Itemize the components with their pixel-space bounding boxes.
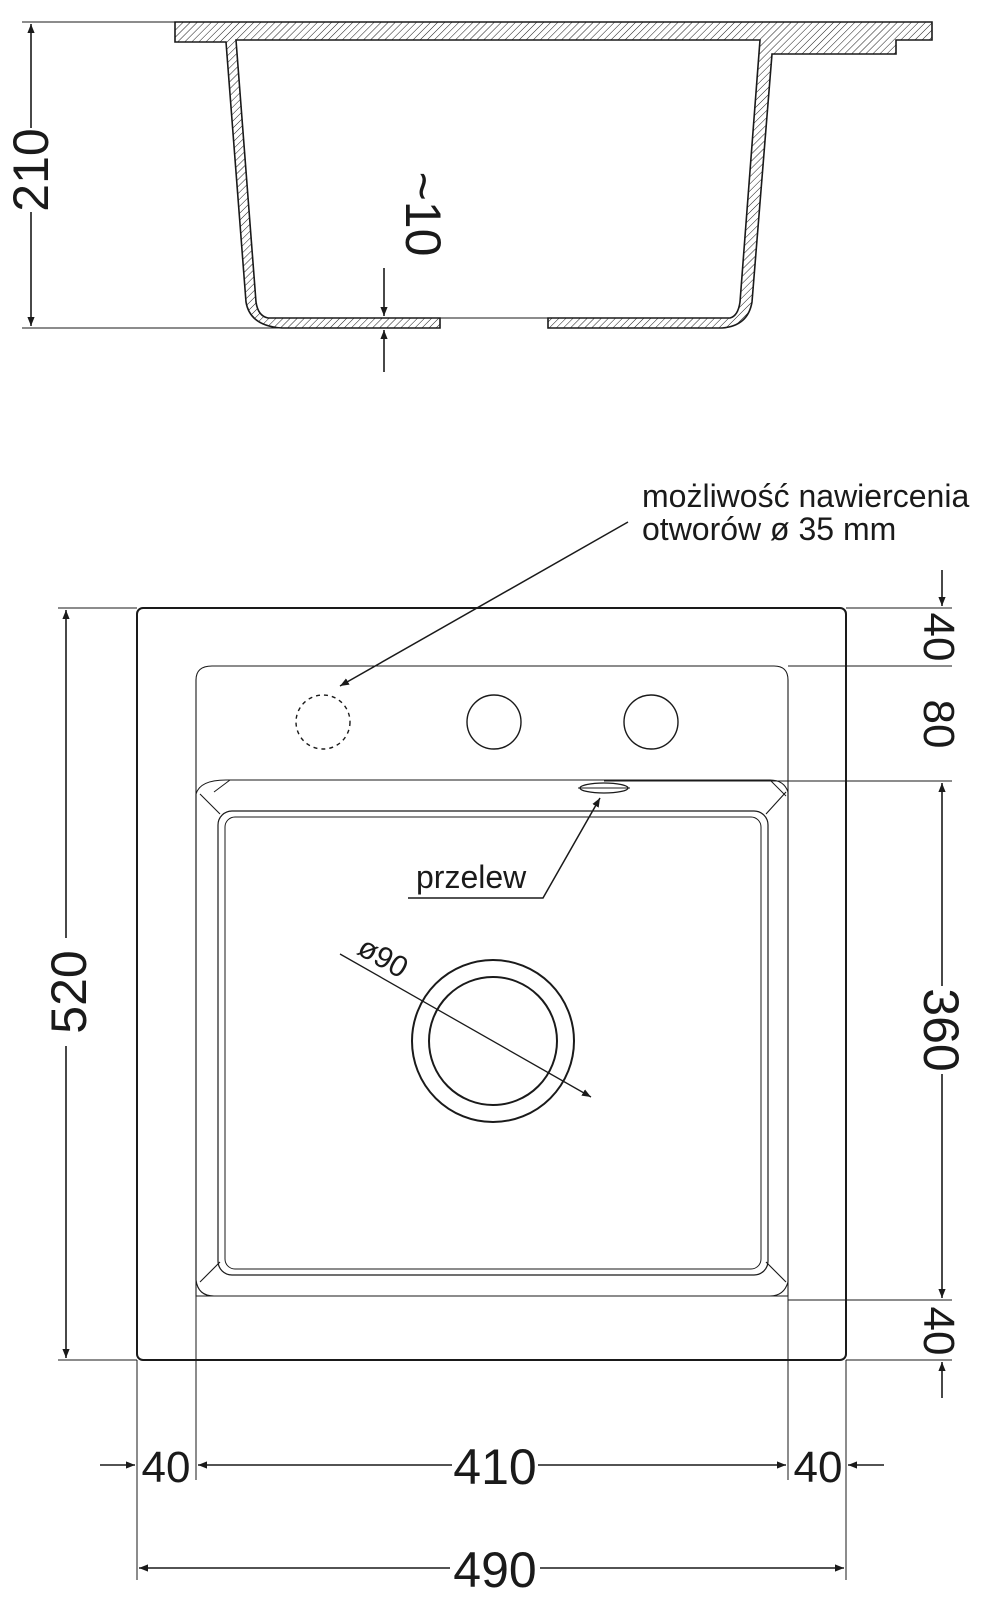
tap-hole-center [466, 694, 522, 750]
dim-520-label: 520 [41, 950, 97, 1033]
dim-right-80: 80 [914, 700, 963, 749]
dim-right-40-bottom: 40 [914, 1307, 963, 1356]
drain-diameter-line [339, 953, 592, 1098]
section-view: 210 ~10 [3, 21, 933, 372]
corner-br [765, 1261, 787, 1283]
optional-tap-hole [295, 694, 351, 750]
corner-tr [765, 791, 787, 815]
dim-210-label: 210 [3, 128, 59, 211]
overflow-label: przelew [416, 859, 527, 895]
dim-right-360: 360 [913, 988, 969, 1071]
drain-diameter-label: ø90 [352, 931, 413, 985]
corner-tl [199, 793, 221, 815]
dim-10-label: ~10 [395, 172, 451, 257]
dim-right-40-top: 40 [914, 613, 963, 662]
overflow-leader [408, 797, 601, 899]
tap-hole-right [623, 694, 679, 750]
drain-inner [428, 976, 558, 1106]
bowl-rim [195, 779, 789, 1297]
hole-note-leader [339, 521, 629, 687]
sink-inner-outline [195, 665, 789, 1297]
drain-outer [411, 959, 575, 1123]
top-view: ø90 możliwość nawiercenia otworów ø 35 m… [41, 478, 969, 1598]
dim-bottom-410: 410 [453, 1439, 536, 1495]
bowl-floor-inner [224, 816, 762, 1270]
bowl-floor [217, 810, 769, 1276]
corner-tr-b [769, 779, 787, 797]
dim-bottom-40-right: 40 [794, 1443, 843, 1492]
corner-bl [199, 1261, 221, 1283]
hole-note-line2: otworów ø 35 mm [642, 511, 896, 547]
sink-outer-edge [136, 607, 847, 1361]
corner-tl-b [213, 779, 231, 793]
hole-note-line1: możliwość nawiercenia [642, 478, 969, 514]
dim-bottom-490: 490 [453, 1542, 536, 1598]
dim-bottom-40-left: 40 [142, 1443, 191, 1492]
sink-section-profile [174, 21, 933, 329]
